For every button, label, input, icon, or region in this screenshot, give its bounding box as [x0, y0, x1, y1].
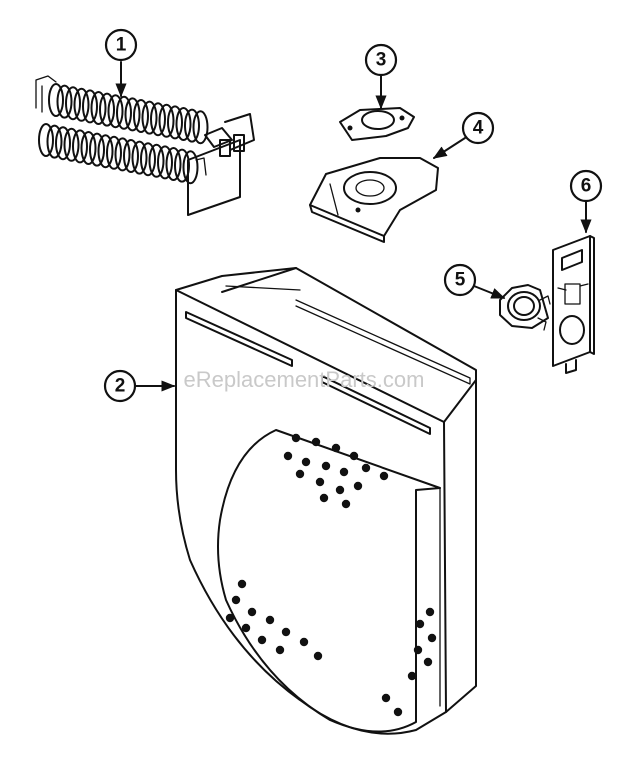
callout-label-2: 2 [115, 376, 126, 397]
coil-loop [157, 145, 173, 180]
coil-loop [65, 86, 81, 121]
perforation-hole [415, 619, 425, 629]
perforation-hole [361, 463, 371, 473]
coil-loop [106, 135, 122, 170]
perforation-hole [381, 693, 391, 703]
perforation-hole [275, 645, 285, 655]
perforation-hole [427, 633, 437, 643]
coil-loop [140, 142, 156, 177]
perforation-hole [241, 623, 251, 633]
coil-loop [89, 132, 105, 167]
perforation-hole [283, 451, 293, 461]
coil-loop [90, 91, 107, 125]
part-heater-element [35, 75, 255, 216]
coil-loop [72, 129, 88, 164]
coil-loop [38, 123, 54, 157]
perforation-hole [257, 635, 267, 645]
coil-loop [73, 87, 90, 122]
coil-loop [150, 102, 166, 137]
part-thermostat [499, 284, 551, 331]
perforation-hole [265, 615, 275, 625]
callout-1: 1 [104, 28, 138, 98]
coil-loop [165, 147, 182, 181]
perforation-hole [425, 607, 435, 617]
callout-label-3: 3 [376, 50, 387, 71]
perforation-hole [353, 481, 363, 491]
perforation-hole [291, 433, 301, 443]
perforation-hole [407, 671, 417, 681]
perforation-hole [281, 627, 291, 637]
perforation-hole [341, 499, 351, 509]
coil-loop [123, 139, 139, 173]
part-bracket [309, 157, 439, 243]
perforation-hole [313, 651, 323, 661]
perforation-hole [225, 613, 235, 623]
callout-3: 3 [364, 43, 398, 110]
part-cover-plate [552, 235, 595, 374]
perforation-hole [335, 485, 345, 495]
coil-loop [56, 84, 73, 119]
coil-loop [131, 140, 148, 175]
callout-2: 2 [103, 369, 176, 403]
perforation-hole [319, 493, 329, 503]
perforation-hole [423, 657, 433, 667]
perforation-hole [247, 607, 257, 617]
coil-loop [148, 143, 165, 178]
perforation-hole [311, 437, 321, 447]
perforation-hole [295, 469, 305, 479]
perforation-hole [231, 595, 241, 605]
coil-loop [124, 97, 141, 132]
coil-loop [55, 126, 71, 161]
perforation-hole [331, 443, 341, 453]
coil-loop [167, 105, 183, 140]
coil-loop [97, 134, 114, 169]
perforation-hole [315, 477, 325, 487]
coil-loop [141, 100, 158, 135]
coil-loop [174, 148, 190, 183]
coil-loop [192, 110, 209, 145]
part-thermal-fuse [339, 107, 415, 141]
callout-4: 4 [432, 111, 495, 159]
watermark-text: eReplacementParts.com [184, 367, 425, 392]
callout-label-6: 6 [581, 176, 592, 197]
perforation-hole [237, 579, 247, 589]
perforation-hole [393, 707, 403, 717]
coil-loop [158, 103, 175, 138]
perforation-hole [379, 471, 389, 481]
coil-loop [63, 127, 80, 162]
coil-loop [99, 92, 115, 127]
coil-loop [175, 107, 192, 141]
perforation-hole [301, 457, 311, 467]
coil-loop [184, 108, 200, 143]
callout-label-1: 1 [116, 35, 127, 56]
perforation-hole [413, 645, 423, 655]
perforation-hole [321, 461, 331, 471]
coil-loop [114, 137, 131, 172]
coil-loop [46, 124, 63, 159]
coil-loop [182, 150, 199, 185]
callout-5: 5 [443, 263, 506, 299]
perforation-hole [339, 467, 349, 477]
callout-6: 6 [569, 169, 603, 234]
coil-loop [82, 89, 98, 124]
coil-loop [133, 99, 149, 133]
coil-loop [80, 131, 97, 165]
coil-loop [48, 83, 64, 117]
callout-label-5: 5 [455, 270, 466, 291]
perforation-hole [299, 637, 309, 647]
perforation-hole [349, 451, 359, 461]
part-heater-box [175, 267, 477, 735]
callout-label-4: 4 [473, 118, 484, 139]
